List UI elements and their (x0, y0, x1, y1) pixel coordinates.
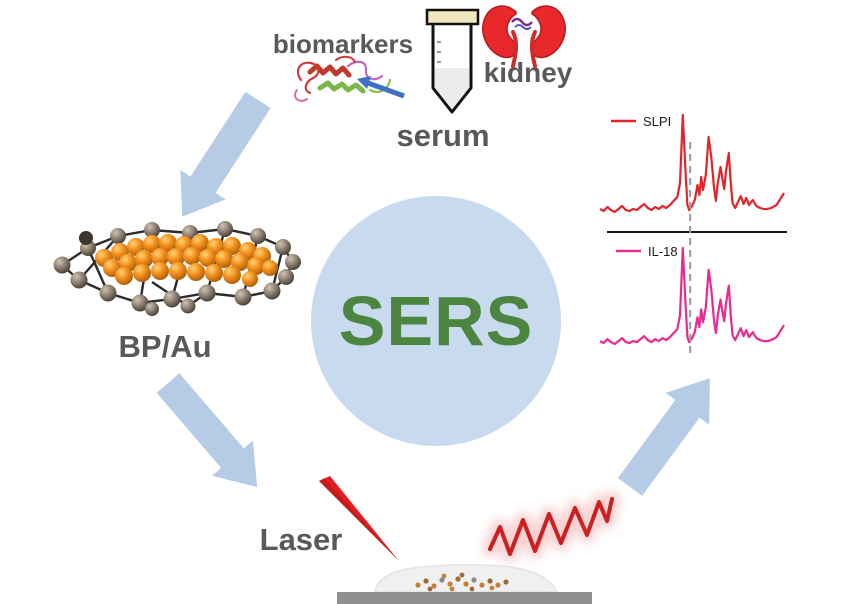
substrate-icon (337, 592, 592, 604)
laser-label: Laser (259, 522, 343, 557)
sers-circle: SERS (311, 196, 561, 446)
droplet-sample-icon (374, 564, 559, 593)
spectra-panel: SLPI IL-18 (599, 113, 787, 356)
nanosheet-bpau-icon (53, 221, 301, 316)
arrow-serum-to-bpau (180, 91, 271, 217)
arrow-bpau-to-laser (156, 373, 258, 488)
biomarkers-label: biomarkers (272, 29, 414, 59)
raman-scatter-icon (482, 491, 620, 562)
biomarker-pointer-arrow-icon (357, 76, 405, 99)
serum-tube-icon (425, 8, 480, 114)
sers-center-label: SERS (338, 282, 534, 360)
bpau-label: BP/Au (118, 329, 212, 364)
il18-spectrum: IL-18 (599, 244, 785, 346)
slpi-legend-label: SLPI (643, 114, 671, 129)
kidney-label: kidney (483, 57, 573, 88)
serum-label: serum (396, 118, 490, 153)
arrow-laser-to-spectra (617, 378, 710, 496)
slpi-spectrum: SLPI (599, 113, 785, 214)
protein-biomarker-icon (294, 55, 392, 102)
il18-legend-label: IL-18 (648, 244, 678, 259)
